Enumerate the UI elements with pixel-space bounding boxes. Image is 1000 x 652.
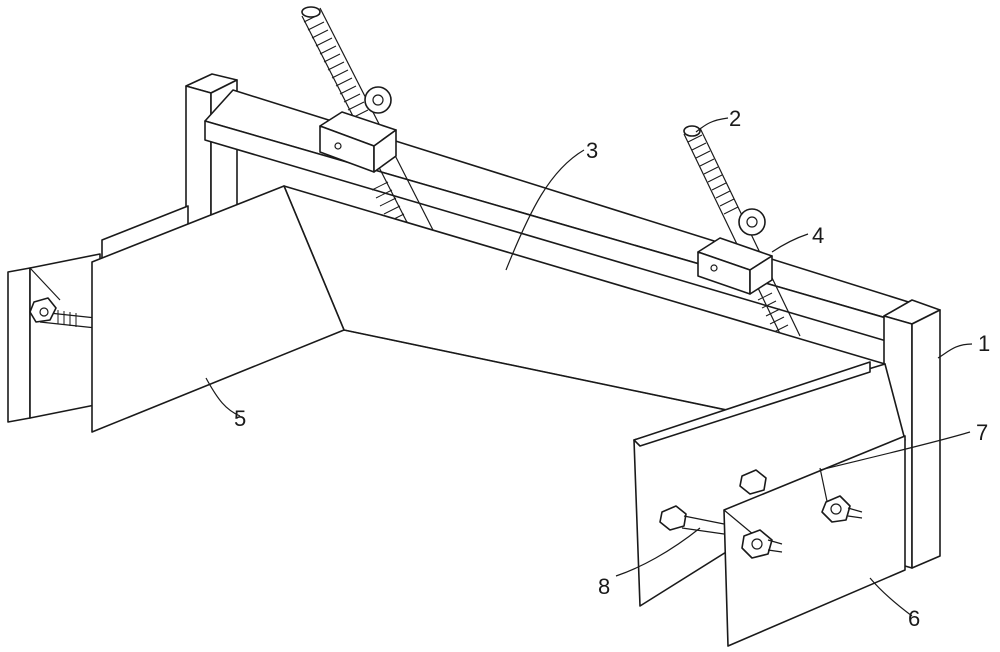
callout-1: 1 (978, 331, 990, 356)
callout-5: 5 (234, 406, 246, 431)
front-plate-right-back (633, 361, 906, 607)
nut-block-left (319, 86, 397, 173)
bolt-8 (659, 505, 725, 535)
callout-4: 4 (812, 223, 824, 248)
callout-2: 2 (729, 106, 741, 131)
callout-7: 7 (976, 420, 988, 445)
wing-nut-back (739, 469, 863, 523)
left-clamp-assembly (7, 205, 189, 423)
callout-8: 8 (598, 574, 610, 599)
nut-block-right (697, 208, 773, 295)
callout-6: 6 (908, 606, 920, 631)
callout-3: 3 (586, 138, 598, 163)
front-plate-left (91, 185, 345, 433)
wing-nut-front (741, 529, 783, 559)
leader-lines (205, 117, 973, 617)
